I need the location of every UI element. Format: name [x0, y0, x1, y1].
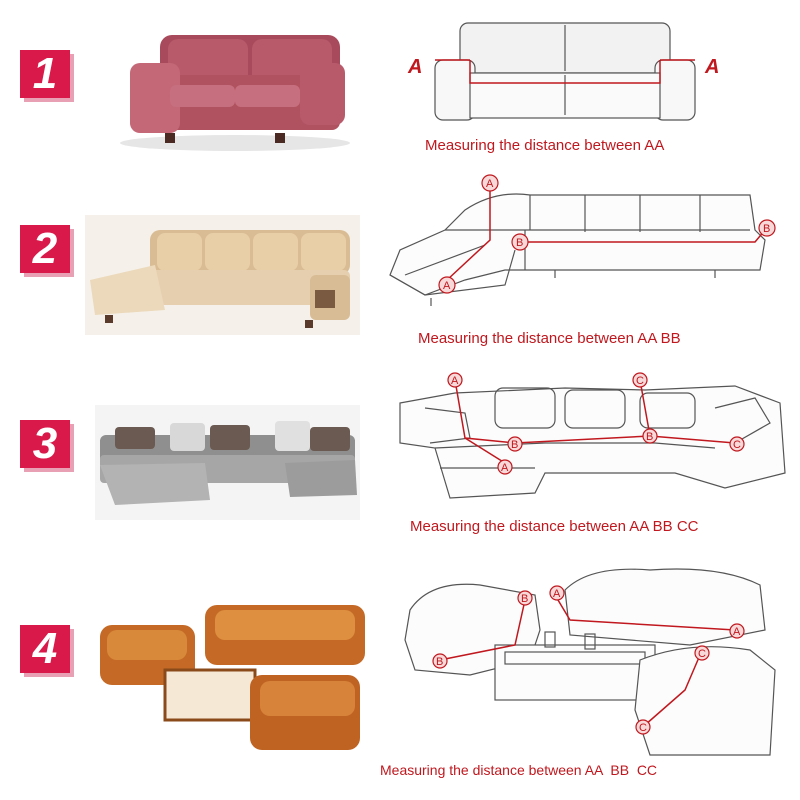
caption-1: Measuring the distance between AA — [425, 137, 665, 154]
point-label-a2: A — [733, 626, 741, 638]
step-badge-2: 2 — [20, 225, 70, 273]
point-label-b1: B — [521, 593, 528, 605]
point-label-a-left: A — [407, 56, 422, 78]
step-badge-1: 1 — [20, 50, 70, 98]
measure-diagram-2: A A B B — [385, 170, 785, 320]
measure-diagram-4: B B A A C C — [390, 560, 790, 760]
point-label-c1: C — [698, 648, 706, 660]
sofa-photo-4 — [95, 595, 365, 755]
measure-diagram-3: A A B B C C — [395, 368, 790, 518]
point-label-a1: A — [486, 178, 494, 190]
sofa-photo-3 — [95, 405, 360, 520]
point-label-c2: C — [639, 722, 647, 734]
point-label-b2: B — [436, 656, 443, 668]
sofa-photo-2 — [85, 215, 360, 335]
point-label-b1: B — [516, 237, 523, 249]
point-label-a-right: A — [704, 56, 719, 78]
step-badge-4: 4 — [20, 625, 70, 673]
sofa-photo-1 — [110, 15, 360, 155]
measure-diagram-1: A A — [400, 15, 730, 135]
caption-3: Measuring the distance between AA BB CC — [410, 518, 699, 535]
point-label-a2: A — [443, 280, 451, 292]
point-label-c1: C — [636, 375, 644, 387]
point-label-b1: B — [511, 439, 518, 451]
point-label-a2: A — [501, 462, 509, 474]
caption-4: Measuring the distance between AA BB CC — [380, 762, 658, 778]
step-badge-3: 3 — [20, 420, 70, 468]
point-label-b2: B — [646, 431, 653, 443]
point-label-b2: B — [763, 223, 770, 235]
point-label-a1: A — [553, 588, 561, 600]
point-label-c2: C — [733, 439, 741, 451]
point-label-a1: A — [451, 375, 459, 387]
caption-2: Measuring the distance between AA BB — [418, 330, 681, 347]
